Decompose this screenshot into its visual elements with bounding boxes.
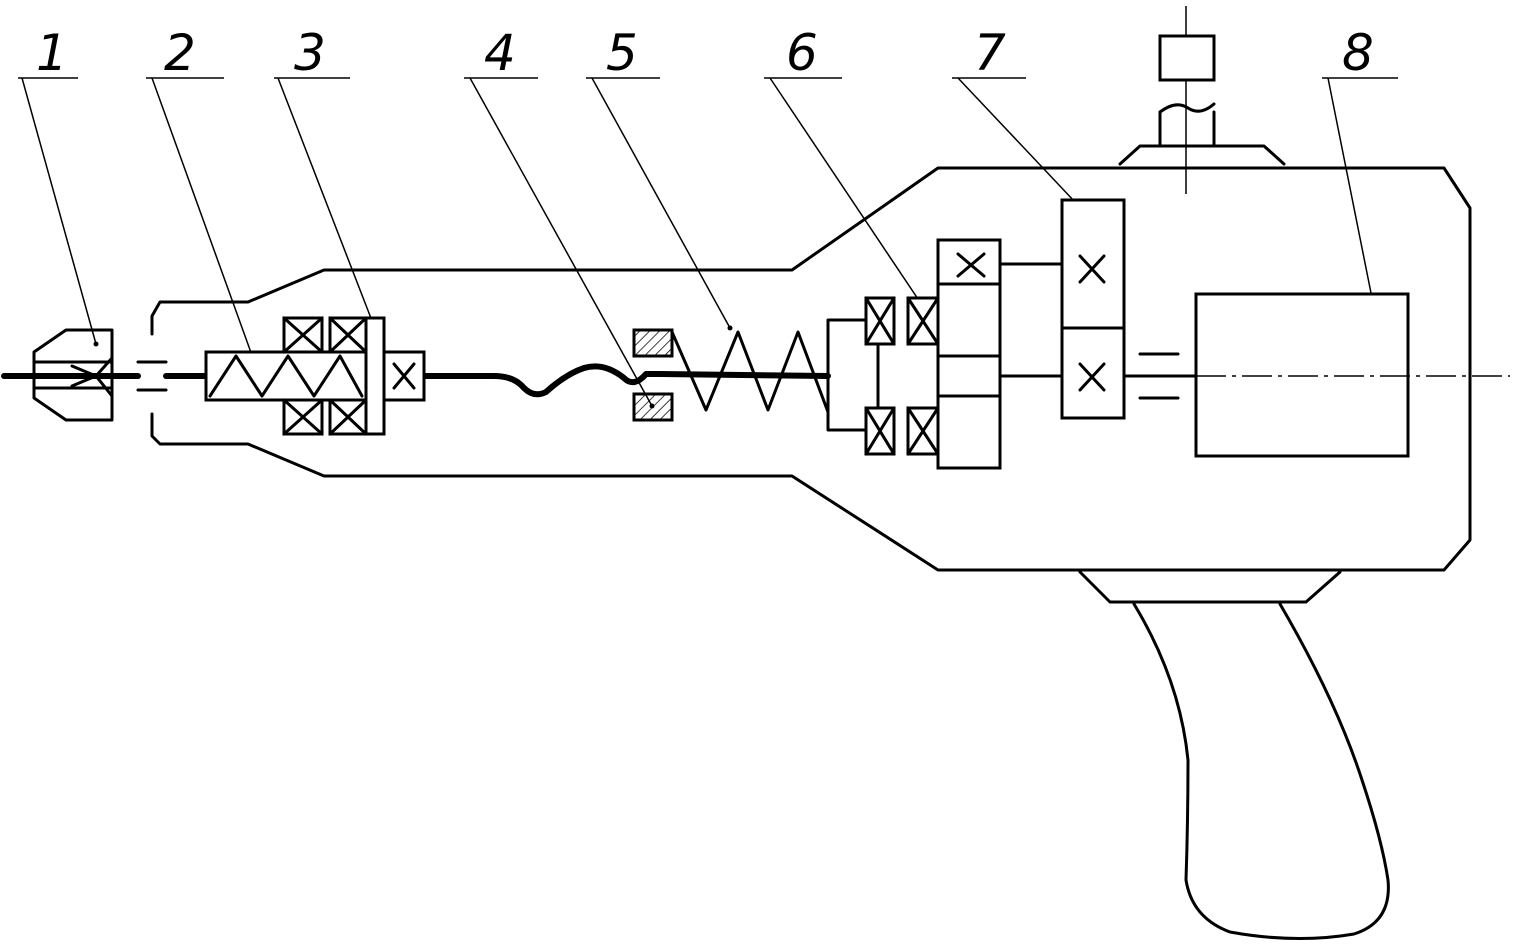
chuck [32, 328, 114, 422]
bearings-front [282, 316, 426, 436]
housing [150, 166, 1472, 572]
callout-label-1: 1 [36, 24, 68, 82]
callout-2: 2 [146, 24, 261, 375]
magnets [632, 328, 674, 422]
callout-6: 6 [764, 24, 927, 311]
callout-label-3: 3 [294, 24, 326, 82]
callout-label-6: 6 [786, 24, 818, 82]
callout-1: 1 [18, 24, 99, 347]
housing-outline [150, 166, 1472, 572]
handle [1078, 570, 1390, 941]
callout-label-5: 5 [606, 24, 638, 82]
callout-7: 7 [952, 24, 1095, 223]
motor [1194, 292, 1410, 458]
sleeve-spring [204, 350, 368, 402]
callout-label-2: 2 [164, 24, 196, 82]
bearing-block [826, 238, 1064, 470]
callout-label-4: 4 [484, 24, 516, 82]
handle-grip [1132, 602, 1390, 941]
callout-3: 3 [274, 24, 377, 329]
callout-label-7: 7 [974, 24, 1006, 82]
main-spring [670, 330, 830, 414]
coupling [136, 360, 168, 392]
callout-label-8: 8 [1342, 24, 1374, 82]
top-fitting [1118, 6, 1286, 194]
callout-5: 5 [586, 24, 733, 331]
gear-pair [1060, 198, 1198, 420]
